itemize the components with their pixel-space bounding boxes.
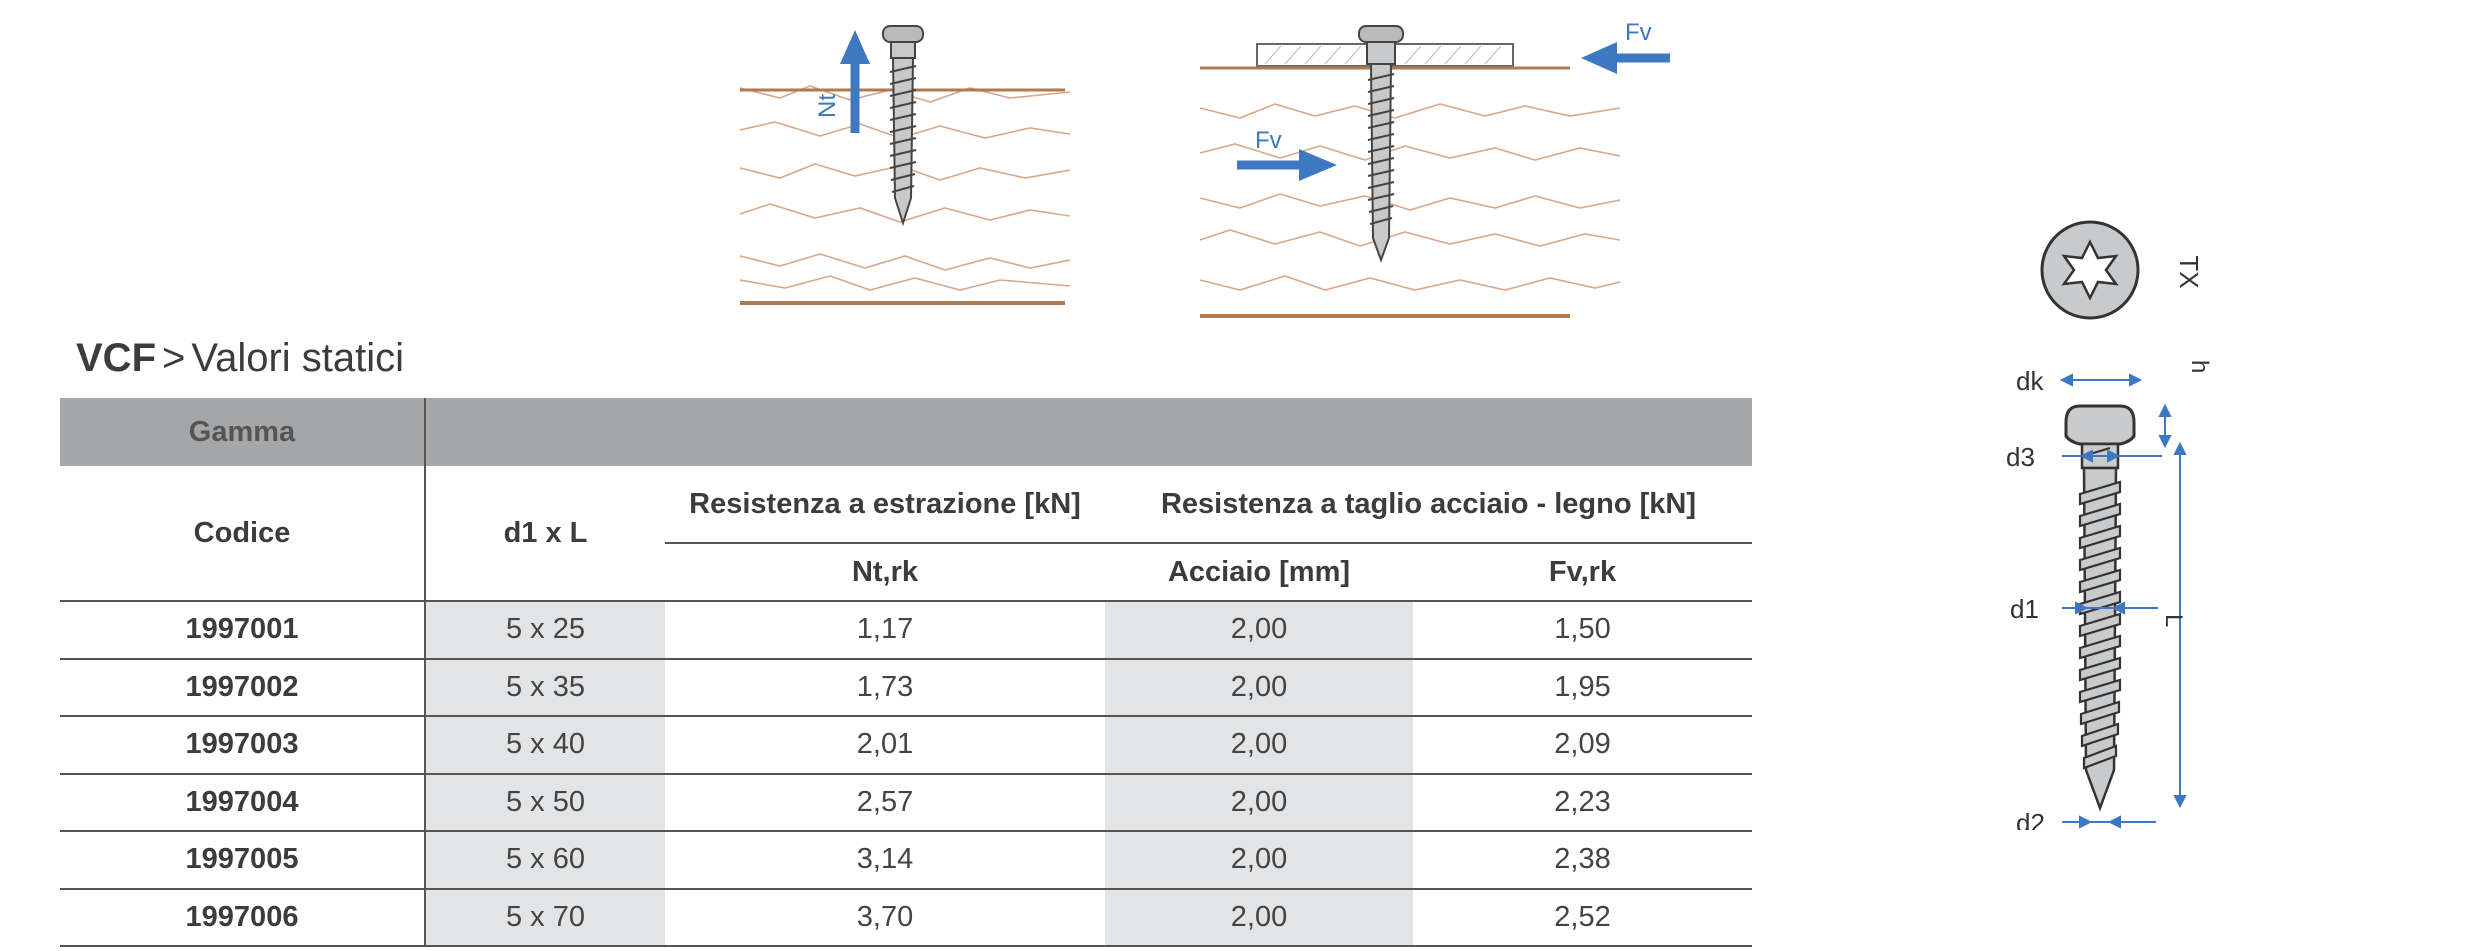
cell-nt: 3,70 — [665, 888, 1105, 947]
dimension-lines — [2059, 373, 2187, 829]
L-label: L — [2160, 614, 2187, 627]
group-header-shear: Resistenza a taglio acciaio - legno [kN] — [1105, 466, 1752, 544]
cell-fv: 2,09 — [1413, 716, 1752, 775]
screw-technical-drawing: TX — [2006, 220, 2213, 830]
cell-fv: 1,50 — [1413, 601, 1752, 660]
h-label: h — [2186, 360, 2213, 373]
tx-head-icon — [2040, 220, 2140, 320]
cell-code: 1997003 — [60, 716, 426, 775]
screw-side-view — [2064, 404, 2136, 812]
fv-arrow-top — [1581, 42, 1670, 74]
col-header-dl: d1 x L — [425, 466, 665, 602]
table-row: 1997003 5 x 40 2,01 2,00 2,09 — [60, 716, 1752, 775]
cell-nt: 2,01 — [665, 716, 1105, 775]
cell-nt: 3,14 — [665, 831, 1105, 890]
cell-code: 1997006 — [60, 888, 426, 947]
gamma-header-blank — [425, 398, 1752, 466]
wood-grain — [1199, 103, 1621, 291]
table-row: 1997002 5 x 35 1,73 2,00 1,95 — [60, 658, 1752, 717]
cell-steel: 2,00 — [1105, 601, 1413, 660]
steel-plate-hatch — [1264, 45, 1502, 65]
screw — [882, 25, 924, 227]
fv-label-left: Fv — [1255, 127, 1282, 154]
dk-label: dk — [2016, 366, 2044, 396]
cell-code: 1997002 — [60, 658, 426, 717]
cell-nt: 1,17 — [665, 601, 1105, 660]
col-header-code: Codice — [60, 466, 426, 602]
cell-steel: 2,00 — [1105, 716, 1413, 775]
cell-steel: 2,00 — [1105, 658, 1413, 717]
extraction-diagram: Nt — [740, 25, 1070, 305]
nt-label: Nt — [814, 94, 841, 118]
cell-fv: 2,23 — [1413, 773, 1752, 832]
title-subtitle: Valori statici — [191, 336, 405, 380]
d1-label: d1 — [2010, 594, 2039, 624]
cell-code: 1997004 — [60, 773, 426, 832]
table-row: 1997004 5 x 50 2,57 2,00 2,23 — [60, 773, 1752, 832]
cell-code: 1997001 — [60, 601, 426, 660]
cell-dl: 5 x 35 — [425, 658, 665, 717]
shear-diagram: Fv Fv — [1199, 19, 1670, 318]
d2-label: d2 — [2016, 808, 2045, 830]
page-title: VCF>Valori statici — [76, 336, 404, 381]
cell-nt: 2,57 — [665, 773, 1105, 832]
group-header-extraction: Resistenza a estrazione [kN] — [665, 466, 1105, 544]
table-row: 1997001 5 x 25 1,17 2,00 1,50 — [60, 601, 1752, 660]
cell-dl: 5 x 25 — [425, 601, 665, 660]
cell-steel: 2,00 — [1105, 773, 1413, 832]
fv-label-top: Fv — [1625, 19, 1652, 46]
gamma-header: Gamma — [60, 398, 426, 466]
d3-label: d3 — [2006, 442, 2035, 472]
cell-steel: 2,00 — [1105, 831, 1413, 890]
col-header-nt: Nt,rk — [665, 543, 1105, 602]
cell-fv: 2,38 — [1413, 831, 1752, 890]
product-name: VCF — [76, 336, 156, 380]
static-values-table: Gamma Codice d1 x L Resistenza a estrazi… — [60, 398, 1752, 947]
cell-dl: 5 x 50 — [425, 773, 665, 832]
cell-fv: 1,95 — [1413, 658, 1752, 717]
table-row: 1997005 5 x 60 3,14 2,00 2,38 — [60, 831, 1752, 890]
cell-dl: 5 x 40 — [425, 716, 665, 775]
title-separator: > — [162, 336, 186, 380]
cell-dl: 5 x 60 — [425, 831, 665, 890]
fv-arrow-left — [1237, 149, 1337, 181]
cell-code: 1997005 — [60, 831, 426, 890]
col-header-fv: Fv,rk — [1413, 543, 1752, 602]
tx-label: TX — [2174, 255, 2204, 288]
col-header-steel: Acciaio [mm] — [1105, 543, 1413, 602]
cell-dl: 5 x 70 — [425, 888, 665, 947]
cell-steel: 2,00 — [1105, 888, 1413, 947]
table-row: 1997006 5 x 70 3,70 2,00 2,52 — [60, 888, 1752, 947]
cell-nt: 1,73 — [665, 658, 1105, 717]
cell-fv: 2,52 — [1413, 888, 1752, 947]
nt-arrow — [840, 30, 870, 133]
screw — [1358, 25, 1404, 263]
